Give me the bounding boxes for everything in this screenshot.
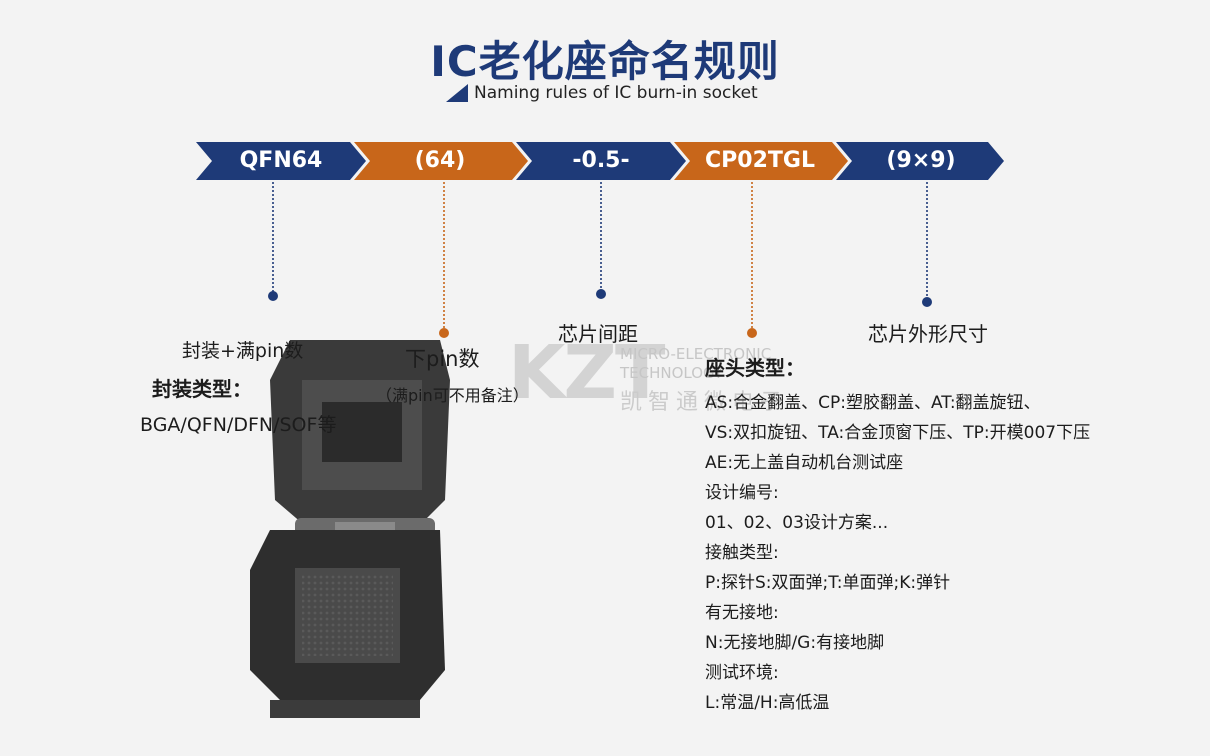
triangle-icon <box>446 84 468 102</box>
segment-label-4: CP02TGL <box>705 148 815 173</box>
detail-line: AS:合金翻盖、CP:塑胶翻盖、AT:翻盖旋钮、 <box>705 393 1041 413</box>
connector-dot-1 <box>268 291 278 301</box>
detail-line: 01、02、03设计方案... <box>705 513 889 533</box>
segment-label-1: QFN64 <box>239 148 323 173</box>
segment-arrow-4 <box>674 142 848 180</box>
detail-line: 设计编号: <box>705 483 779 503</box>
segment-label-5: (9×9) <box>886 148 956 173</box>
label-package-examples: BGA/QFN/DFN/SOF等 <box>140 414 337 436</box>
segment-arrow-1 <box>196 142 366 180</box>
watermark-line-2: TECHNOLOGY <box>620 364 724 382</box>
subtitle-text: Naming rules of IC burn-in socket <box>474 83 758 103</box>
detail-line: N:无接地脚/G:有接地脚 <box>705 633 885 653</box>
kzt-watermark-logo: KZT <box>508 330 665 416</box>
base-foot <box>270 700 420 718</box>
contact-grid <box>302 575 393 656</box>
connector-dot-4 <box>747 328 757 338</box>
detail-line: 测试环境: <box>705 663 779 683</box>
segment-arrow-5 <box>836 142 1004 180</box>
watermark-line-1: MICRO-ELECTRONIC <box>620 345 772 363</box>
page-subtitle: Naming rules of IC burn-in socket <box>446 82 758 104</box>
detail-line: 接触类型: <box>705 543 779 563</box>
label-lower-pin-note: （满pin可不用备注） <box>376 386 529 405</box>
connector-dot-5 <box>922 297 932 307</box>
segment-label-3: -0.5- <box>572 148 630 173</box>
socket-photo <box>250 340 450 718</box>
segment-arrow-3 <box>516 142 686 180</box>
label-package-pin: 封装+满pin数 <box>182 340 304 362</box>
label-package-type: 封装类型： <box>152 377 252 401</box>
detail-line: VS:双扣旋钮、TA:合金顶窗下压、TP:开模007下压 <box>705 423 1091 443</box>
naming-arrow-bar <box>196 142 1004 180</box>
connector-dot-2 <box>439 328 449 338</box>
detail-line: 有无接地: <box>705 603 779 623</box>
segment-arrow-2 <box>354 142 528 180</box>
detail-line: P:探针S:双面弹;T:单面弹;K:弹针 <box>705 573 951 593</box>
socket-head-details: 座头类型： AS:合金翻盖、CP:塑胶翻盖、AT:翻盖旋钮、 VS:双扣旋钮、T… <box>705 352 1090 718</box>
connector-lines <box>268 182 932 338</box>
detail-line: AE:无上盖自动机台测试座 <box>705 453 904 473</box>
label-pitch: 芯片间距 <box>558 322 638 346</box>
lid-latch <box>322 402 402 462</box>
segment-label-2: (64) <box>414 148 466 173</box>
watermark-english: MICRO-ELECTRONIC TECHNOLOGY <box>620 345 771 383</box>
watermark-chinese: 凯智通微电子 <box>620 390 789 415</box>
label-chip-size: 芯片外形尺寸 <box>868 322 988 346</box>
connector-dot-3 <box>596 289 606 299</box>
socket-head-heading: 座头类型： <box>705 356 805 380</box>
detail-line: L:常温/H:高低温 <box>705 693 830 713</box>
page-title: IC老化座命名规则 <box>430 37 780 86</box>
label-lower-pin: 下pin数 <box>405 347 480 371</box>
